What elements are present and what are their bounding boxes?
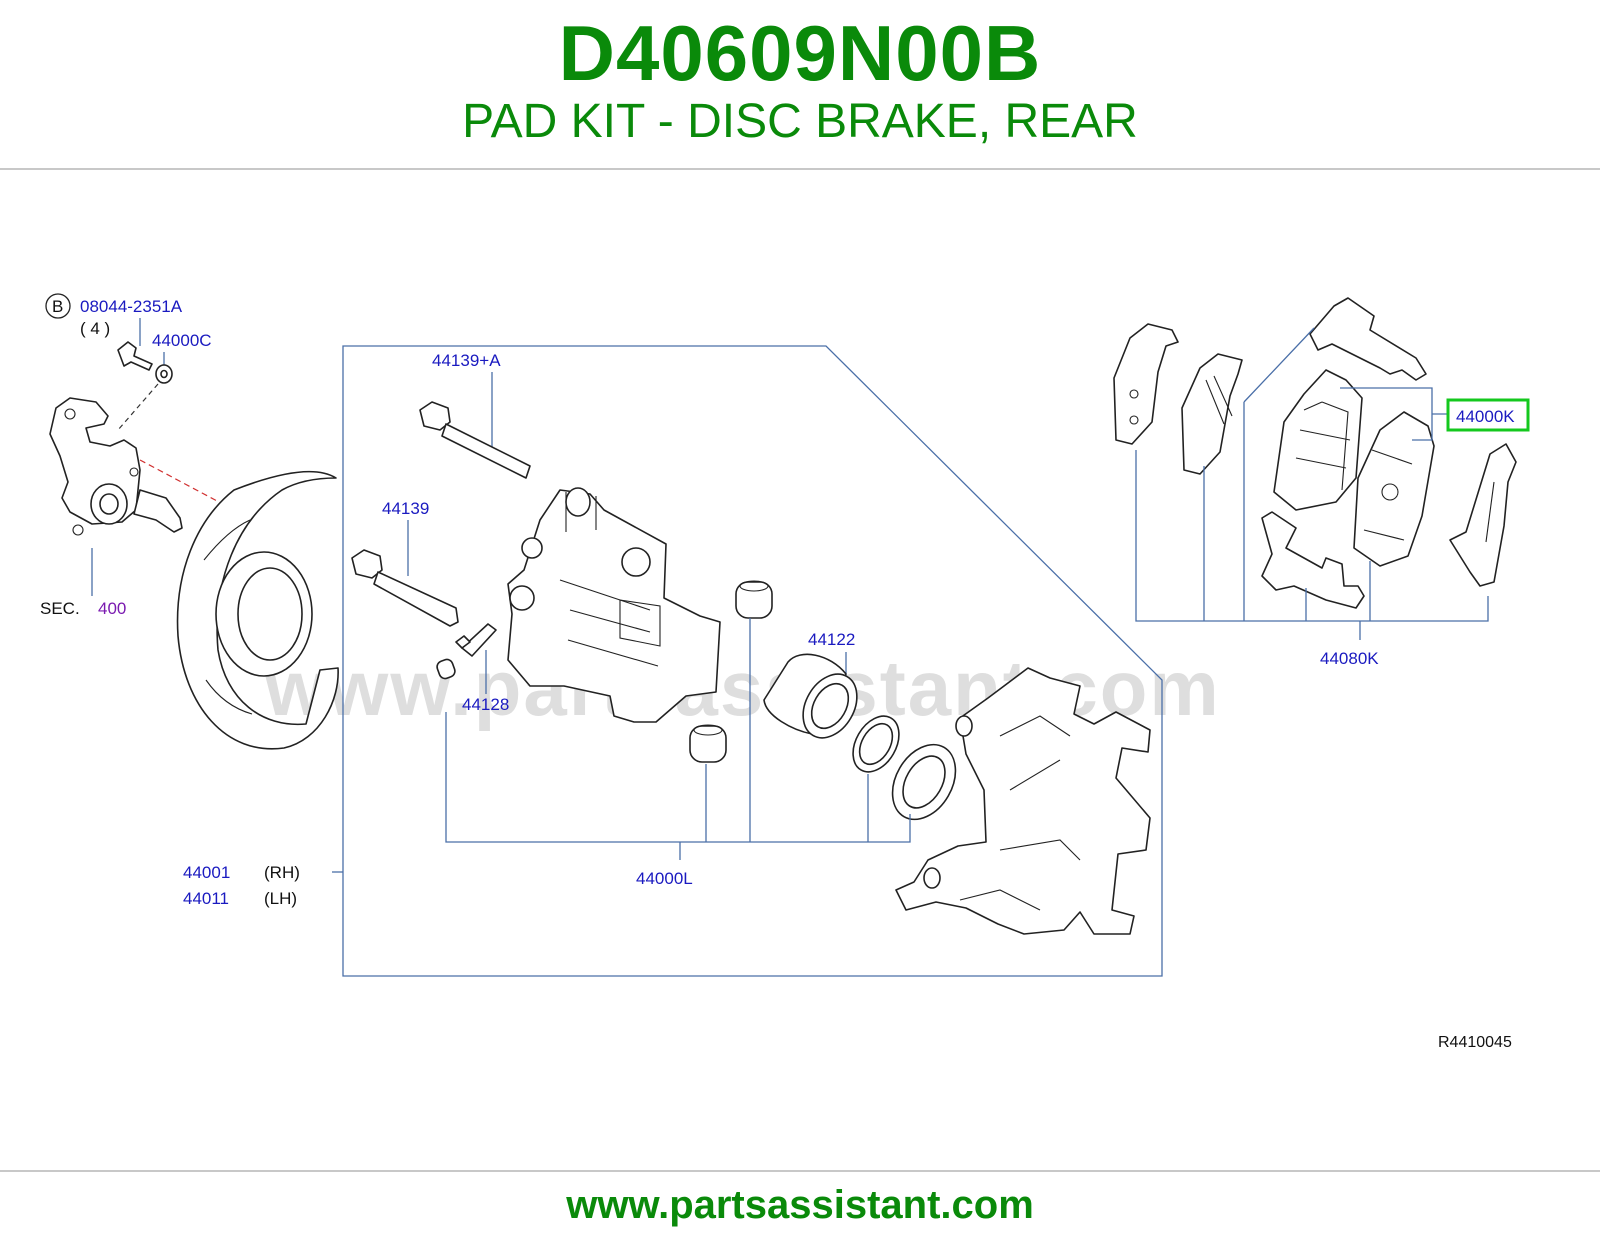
anti-rattle-spring-upper xyxy=(1309,297,1427,381)
seal-kit-callout[interactable]: 44000L xyxy=(636,869,693,888)
washer-part-label: 44000C xyxy=(152,331,212,350)
seal-kit-leader-lines xyxy=(445,618,911,860)
section-number: 400 xyxy=(98,599,126,618)
part-number-title: D40609N00B xyxy=(558,9,1042,97)
mounting-bolt-callout[interactable]: B 08044-2351A ( 4 ) xyxy=(45,293,183,338)
hardware-kit-callout[interactable]: 44080K xyxy=(1320,649,1379,668)
seal-kit-label: 44000L xyxy=(636,869,693,888)
caliper-rh-side-label: (RH) xyxy=(264,863,300,882)
knuckle-axis-line xyxy=(139,459,235,511)
bleeder-cap xyxy=(436,658,456,680)
bolt-part-label: 08044-2351A xyxy=(80,297,183,316)
piston-boot xyxy=(891,743,957,821)
caliper-piston xyxy=(763,653,858,739)
piston-label: 44122 xyxy=(808,630,855,649)
caliper-lh-part-label: 44011 xyxy=(183,889,229,908)
pad-kit-callout[interactable]: 44000K xyxy=(1446,398,1530,432)
boot-upper xyxy=(735,580,773,619)
pin-bolt-a-label: 44139+A xyxy=(432,351,501,370)
brake-pad-inner xyxy=(1353,411,1435,567)
pad-kit-leader-lines xyxy=(1340,387,1448,441)
bleeder-screw xyxy=(455,623,497,657)
pad-shim-inner xyxy=(1181,353,1243,475)
pad-kit-highlight-box xyxy=(1446,398,1530,432)
bleeder-label: 44128 xyxy=(462,695,509,714)
brake-pad-outer xyxy=(1273,369,1363,511)
caliper-rh-part-label: 44001 xyxy=(183,863,230,882)
pin-bolt-a-callout[interactable]: 44139+A xyxy=(432,351,501,370)
header-divider xyxy=(0,168,1600,170)
diagram-reference-code: R4410045 xyxy=(1438,1034,1512,1051)
pad-clip-right xyxy=(1449,443,1517,587)
pad-shim-outer xyxy=(1113,323,1179,445)
piston-callout[interactable]: 44122 xyxy=(808,630,855,649)
bleeder-callout[interactable]: 44128 xyxy=(462,695,509,714)
washer-callout[interactable]: 44000C xyxy=(152,331,212,350)
guide-pin-bolt-upper xyxy=(419,401,531,479)
caliper-assembly-frame xyxy=(342,345,1163,977)
steering-knuckle xyxy=(49,397,183,536)
page-header: D40609N00B PAD KIT - DISC BRAKE, REAR xyxy=(0,0,1600,170)
mounting-bolt xyxy=(117,341,153,371)
caliper-assembly-callout[interactable]: 44001 (RH) 44011 (LH) xyxy=(183,863,300,908)
section-reference-callout[interactable]: SEC. 400 xyxy=(40,599,126,618)
bolt-quantity-label: ( 4 ) xyxy=(80,319,110,338)
pin-bolt-label: 44139 xyxy=(382,499,429,518)
guide-pin-bolt-lower xyxy=(351,549,459,627)
piston-seal xyxy=(852,715,900,773)
footer-divider xyxy=(0,1170,1600,1172)
splash-shield xyxy=(176,470,339,750)
parts-diagram: www.partsassistant.com B 08044-2351A ( 4… xyxy=(0,270,1600,1080)
footer-website-link[interactable]: www.partsassistant.com xyxy=(566,1183,1034,1227)
bolt-axis-line xyxy=(117,383,159,431)
washer xyxy=(155,364,173,384)
section-prefix: SEC. xyxy=(40,599,80,618)
boot-lower xyxy=(689,724,727,763)
pin-bolt-callout[interactable]: 44139 xyxy=(382,499,429,518)
exploded-view-drawing: www.partsassistant.com B 08044-2351A ( 4… xyxy=(40,293,1530,1051)
part-description-subtitle: PAD KIT - DISC BRAKE, REAR xyxy=(462,95,1138,148)
hardware-kit-leader-lines xyxy=(1135,327,1489,640)
bolt-ref-letter: B xyxy=(52,297,63,316)
reference-circle-icon xyxy=(45,293,71,319)
anti-rattle-spring-lower xyxy=(1261,511,1365,609)
caliper-lh-side-label: (LH) xyxy=(264,889,297,908)
hardware-kit-label: 44080K xyxy=(1320,649,1379,668)
caliper-body xyxy=(507,487,721,723)
caliper-mounting-bracket xyxy=(895,667,1151,935)
pad-kit-label: 44000K xyxy=(1456,407,1515,426)
